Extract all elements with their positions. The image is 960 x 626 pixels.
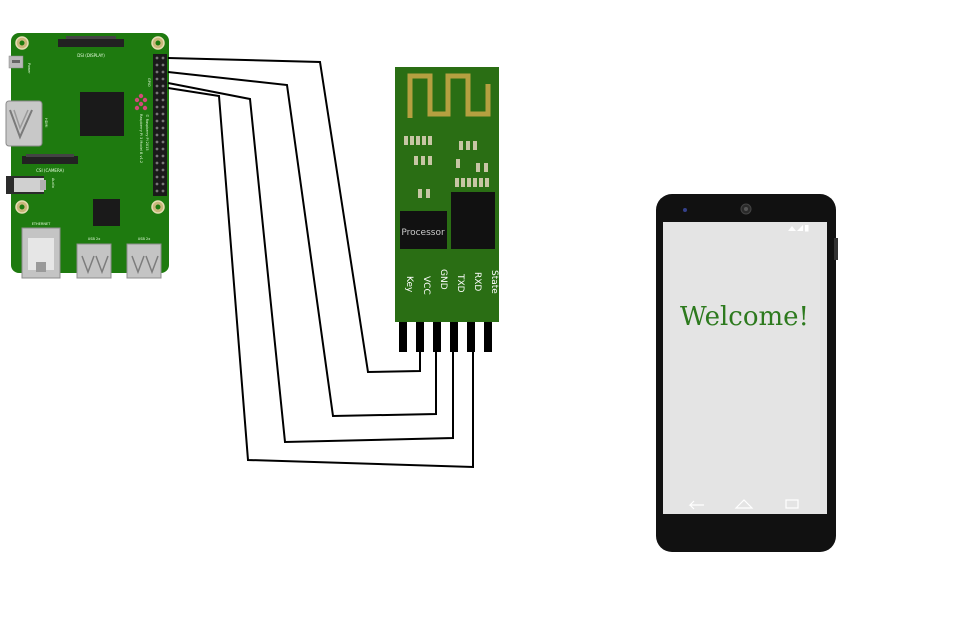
raspberry-logo-icon xyxy=(134,93,148,111)
pi-pcb xyxy=(11,33,169,273)
dsi-connector xyxy=(58,39,124,47)
pin-label-state: State xyxy=(489,270,499,294)
nav-bar xyxy=(688,499,799,510)
phone-sensor xyxy=(683,208,687,212)
wires xyxy=(167,57,474,469)
welcome-text: Welcome! xyxy=(680,302,809,332)
gpio-header xyxy=(153,54,167,196)
hdmi-label: HDMI xyxy=(44,118,48,127)
usb-controller-chip xyxy=(93,199,120,226)
pin-label-gnd: GND xyxy=(438,269,448,290)
pi-model-text: Raspberry Pi 3 Model B v1.2 xyxy=(139,114,143,163)
processor-label: Processor xyxy=(401,228,445,238)
signal-icon xyxy=(797,225,803,231)
antenna-trace xyxy=(407,73,491,118)
phone-side-button xyxy=(834,238,838,260)
processor-chip xyxy=(400,211,447,249)
usb-left-label: USB 2x xyxy=(88,237,101,241)
usb-right-label: USB 2x xyxy=(138,237,151,241)
battery-icon xyxy=(805,225,809,232)
csi-connector xyxy=(22,156,78,164)
pin-label-key: Key xyxy=(404,276,414,293)
dsi-label: DSI (DISPLAY) xyxy=(77,53,105,58)
module-header-pins xyxy=(399,322,492,352)
bluetooth-module: Processor Key VCC GND TXD RXD State xyxy=(395,67,499,352)
smd-components xyxy=(404,136,489,198)
hdmi-port xyxy=(5,100,43,147)
raspberry-pi-board: DSI (DISPLAY) Power HDMI Raspberry Pi 3 … xyxy=(5,33,169,279)
pin-label-txd: TXD xyxy=(455,273,465,293)
pin-label-rxd: RXD xyxy=(472,272,482,291)
wire-rxd-txd xyxy=(167,87,474,469)
pi-copyright-text: © Raspberry Pi 2015 xyxy=(145,114,149,151)
wifi-icon xyxy=(788,226,796,231)
ethernet-label: ETHERNET xyxy=(32,222,51,226)
power-label: Power xyxy=(27,63,31,74)
wire-txd-rxd xyxy=(167,82,454,444)
status-bar-icons xyxy=(788,225,809,232)
wire-vcc xyxy=(167,57,421,374)
wire-gnd xyxy=(167,71,437,418)
smartphone: Welcome! xyxy=(656,194,838,552)
recents-icon[interactable] xyxy=(785,499,799,509)
soc-chip xyxy=(80,92,124,136)
pi-mounting-holes xyxy=(15,36,165,214)
home-icon[interactable] xyxy=(734,499,754,509)
memory-chip xyxy=(451,192,495,249)
pin-label-vcc: VCC xyxy=(421,276,431,295)
audio-label: Audio xyxy=(51,178,55,188)
csi-label: CSI (CAMERA) xyxy=(36,168,64,173)
back-icon[interactable] xyxy=(688,500,704,510)
gpio-label: GPIO xyxy=(147,78,151,87)
phone-screen xyxy=(663,222,827,514)
